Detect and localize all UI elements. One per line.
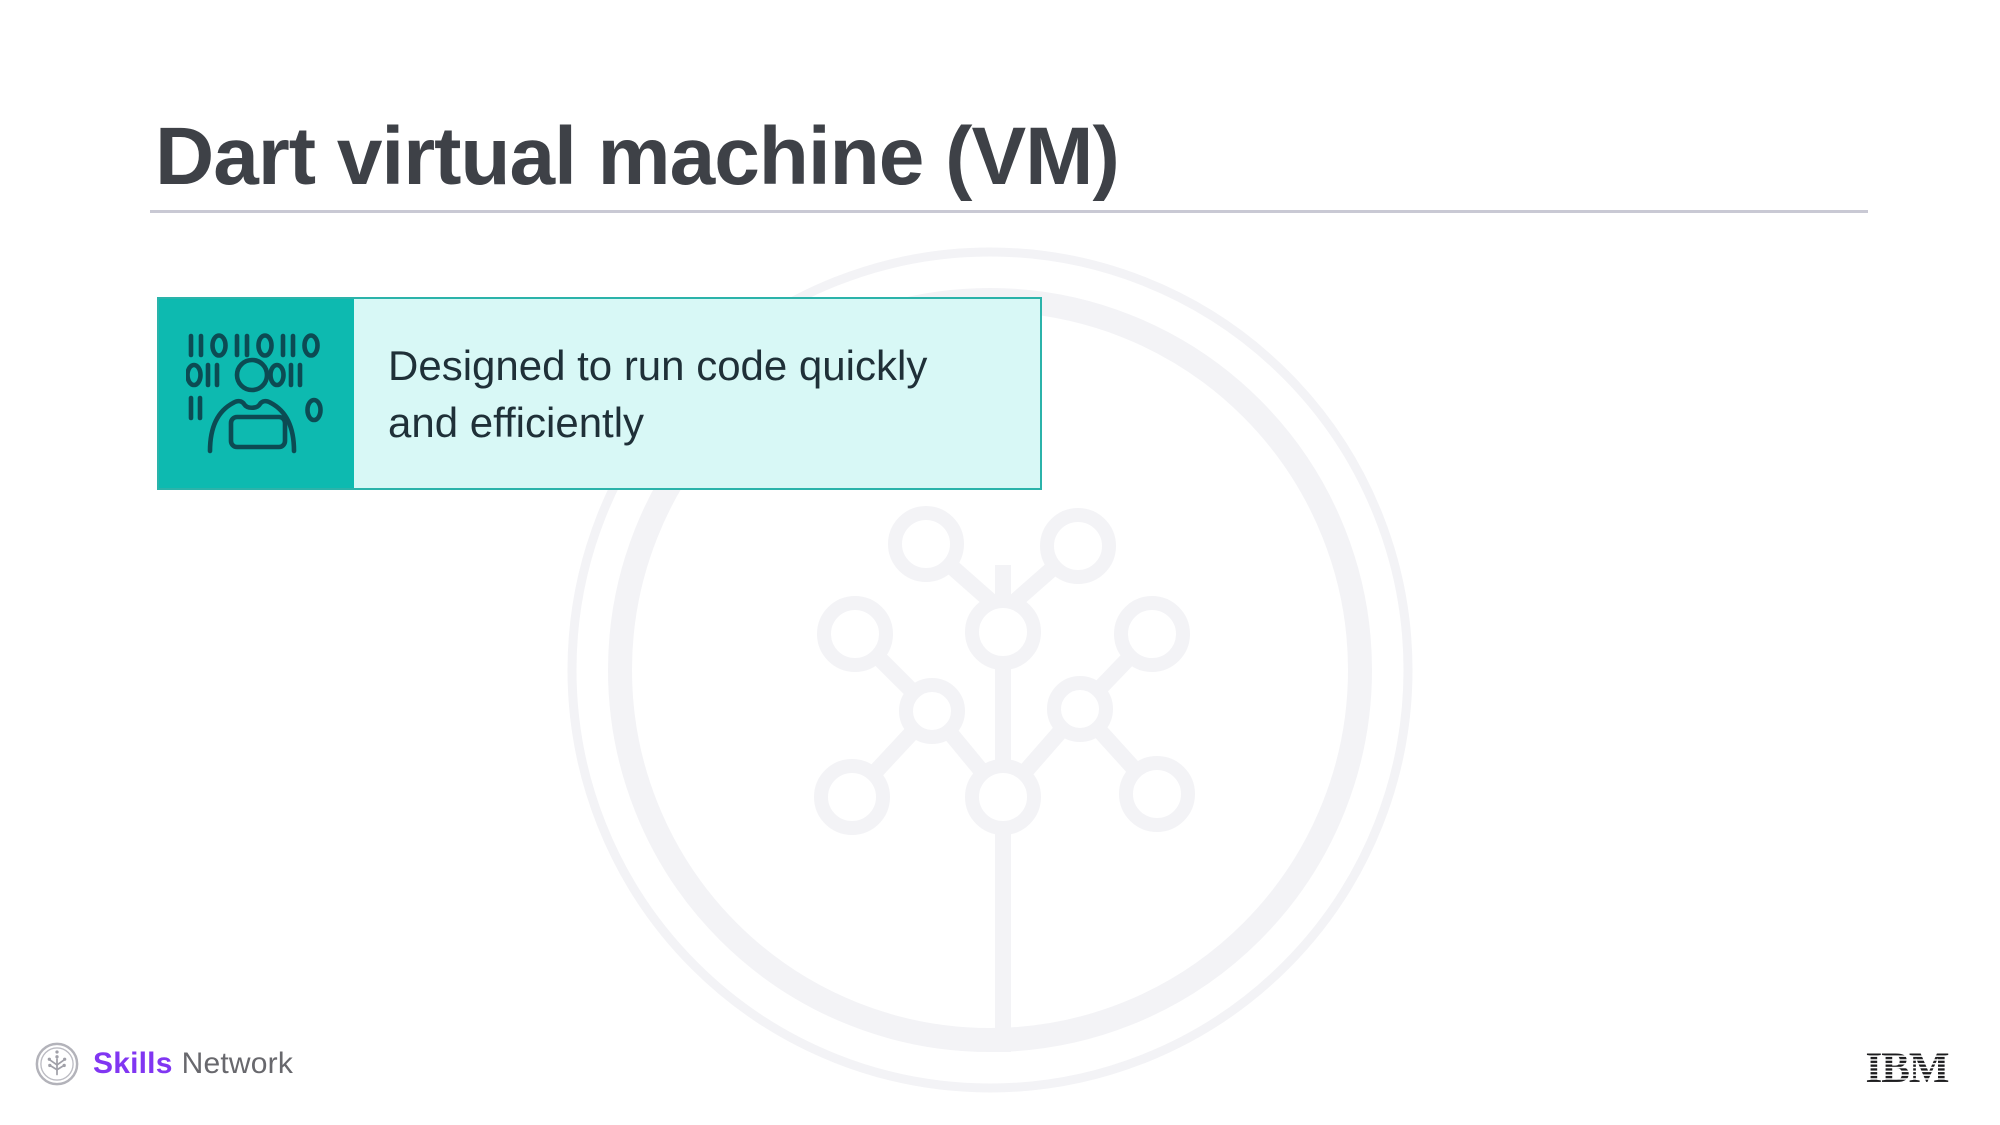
brand-network-label: Network (181, 1047, 294, 1080)
ibm-8bar-logo-icon: IBM (1866, 1045, 1950, 1092)
ibm-logo: IBM (1856, 1044, 1958, 1092)
skills-network-logo-icon (35, 1042, 79, 1086)
page-title: Dart virtual machine (VM) (155, 111, 1120, 202)
brand-skills-label: Skills (93, 1047, 173, 1080)
card-text: Designed to run code quickly and efficie… (388, 341, 928, 446)
title-underline (150, 210, 1868, 213)
content-card: Designed to run code quickly and efficie… (157, 297, 1042, 490)
person-coding-binary-icon (185, 332, 323, 453)
card-text-panel: Designed to run code quickly and efficie… (354, 299, 1040, 488)
ibm-logo-text: IBM (1866, 1045, 1949, 1086)
card-icon-panel (159, 299, 354, 488)
